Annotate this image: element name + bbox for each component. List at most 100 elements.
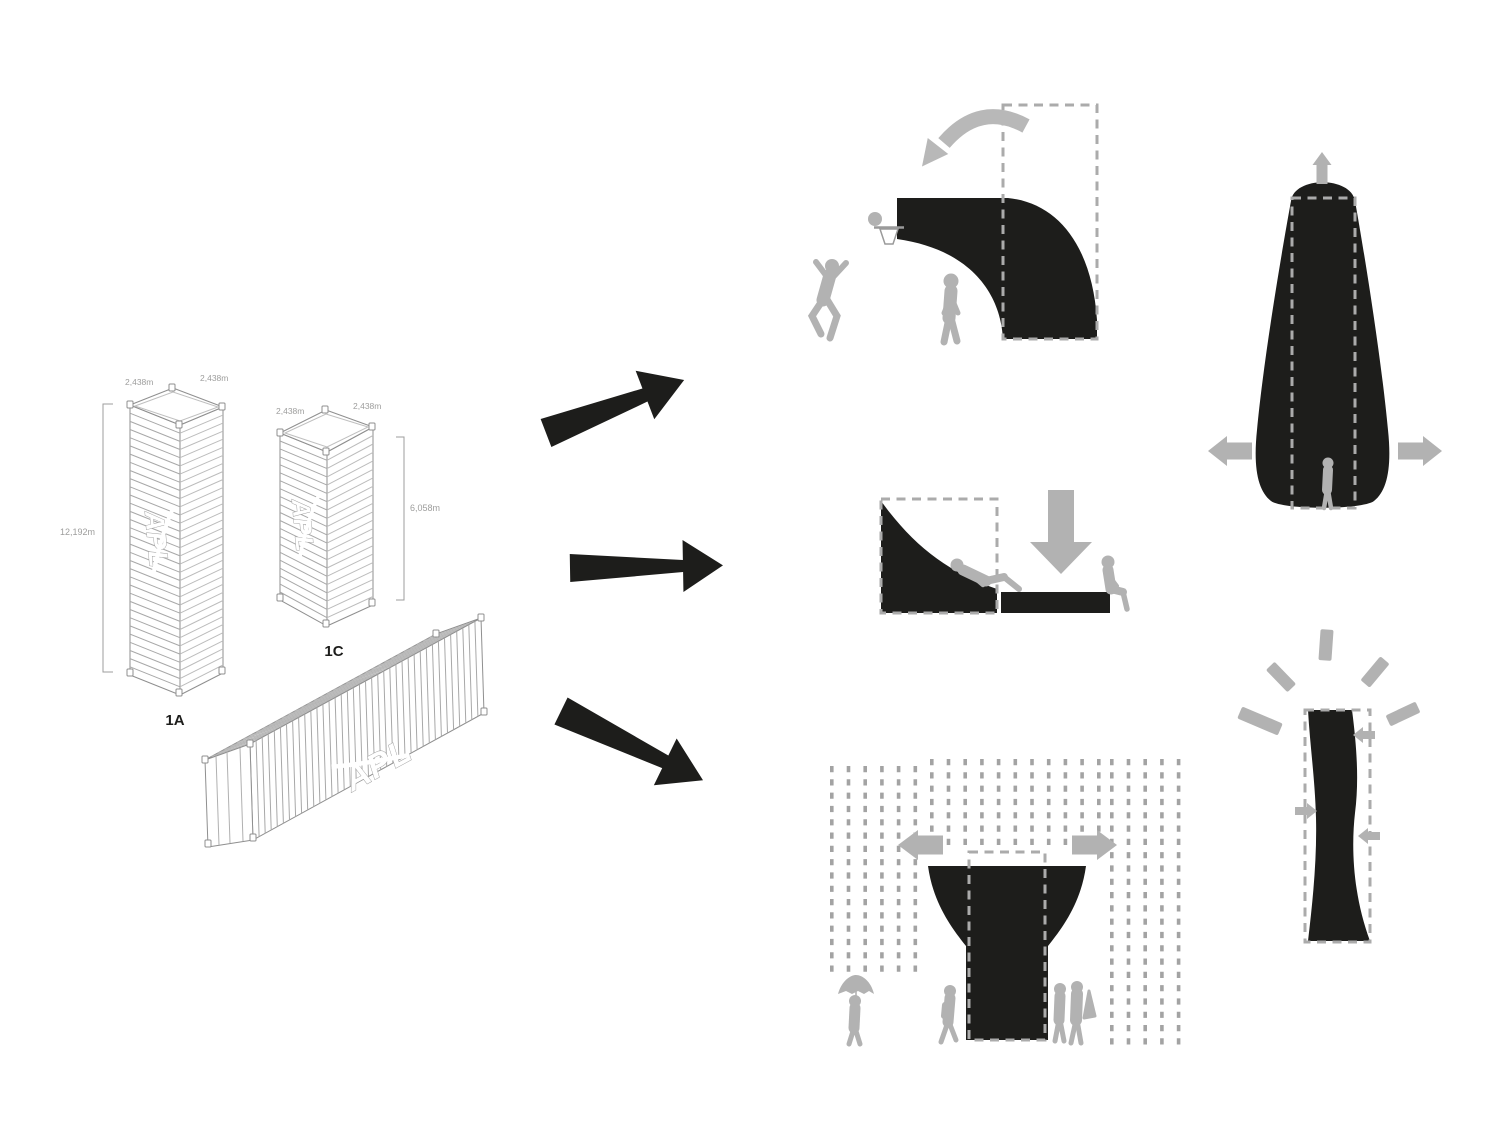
container-1a-right-corrugation <box>179 414 224 688</box>
person-inside-icon <box>1321 457 1334 511</box>
corner-casting <box>218 402 226 411</box>
container-1c: APL 6,058m 2,438m 2,438m 1C <box>276 401 440 660</box>
expand-up-arrow-icon <box>1312 152 1332 184</box>
container-long-side-corrugation <box>255 621 479 837</box>
corner-casting <box>368 422 376 431</box>
container-1c-top-frame <box>283 413 370 448</box>
container-1a-label: 1A <box>165 712 184 729</box>
corner-casting <box>368 598 376 607</box>
container-1c-logo: APL <box>285 492 322 557</box>
arrow-to-slide-diagram <box>569 540 723 593</box>
apl-logo-swoosh <box>331 752 410 770</box>
light-rays-icon <box>1237 629 1420 735</box>
spread-left-arrow-icon <box>898 830 943 860</box>
corner-casting <box>477 613 485 622</box>
corner-casting <box>168 383 176 392</box>
container-door-lock-rods <box>215 747 244 846</box>
corrugation-lines <box>326 435 374 619</box>
source-containers: APL 12,192m 2,438m 2,438m 1A APL 6,058m … <box>60 373 488 848</box>
apl-logo-swoosh <box>151 504 177 574</box>
original-container-outline <box>967 850 1047 1042</box>
corner-casting <box>175 420 183 429</box>
pinch-arrow-right-icon <box>1295 803 1317 819</box>
corner-casting <box>175 688 183 697</box>
corner-casting <box>204 839 212 848</box>
bend-direction-arc <box>938 109 1030 149</box>
height-dimension-1a: 12,192m <box>60 527 95 537</box>
corner-casting <box>246 739 254 748</box>
rain-dot <box>1110 759 1181 1045</box>
bent-container-shape <box>897 198 1097 339</box>
container-long-door-face <box>204 743 254 848</box>
basketball-player-icon <box>807 259 849 342</box>
bend-arrowhead-icon <box>921 137 949 167</box>
inflated-container-shape <box>1255 182 1390 508</box>
height-dimension-bracket-1c <box>396 436 405 601</box>
walking-person-icon <box>938 985 959 1045</box>
basketball-icon <box>868 212 882 226</box>
spread-right-arrow-icon <box>1072 830 1117 860</box>
corner-casting <box>322 447 330 456</box>
pinch-arrow-left-icon <box>1353 727 1375 743</box>
original-container-outline <box>1303 708 1372 944</box>
height-dimension-bracket-1a <box>102 403 113 673</box>
corner-casting <box>249 833 257 842</box>
corner-casting <box>321 405 329 414</box>
top-width-dimension-1c: 2,438m <box>276 406 304 416</box>
corner-casting <box>276 593 284 602</box>
corner-casting <box>126 400 134 409</box>
rain-dots-right <box>1110 759 1181 1045</box>
corner-casting <box>201 755 209 764</box>
rain-dots-top <box>930 759 1101 845</box>
container-1c-label: 1C <box>324 643 343 660</box>
diagram-bend-hoop <box>807 103 1099 346</box>
rain-dot <box>930 759 1101 845</box>
top-width-dimension-1a: 2,438m <box>125 377 153 387</box>
rain-dot <box>830 766 918 972</box>
expand-right-arrow-icon <box>1398 436 1442 466</box>
expand-left-arrow-icon <box>1208 436 1252 466</box>
corrugation-lines <box>179 414 224 688</box>
pinch-arrow-left2-icon <box>1358 828 1380 844</box>
diagram-inflate <box>1208 152 1442 511</box>
corner-casting <box>276 428 284 437</box>
diagram-slide <box>879 490 1130 615</box>
container-1c-right-corrugation <box>326 435 374 619</box>
folded-umbrella-icon <box>1082 989 1097 1020</box>
container-1a-logo: APL <box>138 504 177 574</box>
container-1a: APL 12,192m 2,438m 2,438m 1A <box>60 373 228 729</box>
corner-casting <box>218 666 226 675</box>
container-40ft-horizontal: APL <box>201 613 488 848</box>
corner-casting <box>126 668 134 677</box>
original-container-outline <box>879 497 999 615</box>
original-container-outline <box>1001 103 1099 341</box>
hoop-net <box>878 228 900 245</box>
container-1a-top-frame <box>133 391 220 422</box>
arrow-to-canopy-diagram <box>554 697 704 786</box>
diagram-canopy-rain <box>830 759 1181 1047</box>
corrugation-lines <box>255 621 479 837</box>
umbrella-person-icon <box>838 975 874 1047</box>
arrow-to-bend-diagram <box>540 370 685 448</box>
corner-casting <box>432 629 440 638</box>
top-depth-dimension-1a: 2,438m <box>200 373 228 383</box>
rain-dots-left <box>830 766 918 972</box>
slide-container-shape <box>881 501 997 613</box>
reclining-person-icon <box>950 558 1022 592</box>
standing-person-icon <box>940 273 961 346</box>
corrugation-lines <box>211 621 475 757</box>
diagram-pinch-light <box>1237 629 1420 944</box>
top-depth-dimension-1c: 2,438m <box>353 401 381 411</box>
sitting-person-icon <box>1101 555 1130 612</box>
sheltered-people-icon <box>1052 981 1097 1046</box>
corner-casting <box>322 619 330 628</box>
compress-down-arrow-icon <box>1030 490 1092 574</box>
apl-logo-swoosh <box>298 492 322 557</box>
pinched-container-shape <box>1308 710 1370 941</box>
bench-container-shape <box>1001 592 1110 613</box>
corner-casting <box>480 707 488 716</box>
container-long-top-corrugation <box>211 621 475 757</box>
height-dimension-1c: 6,058m <box>410 503 440 513</box>
